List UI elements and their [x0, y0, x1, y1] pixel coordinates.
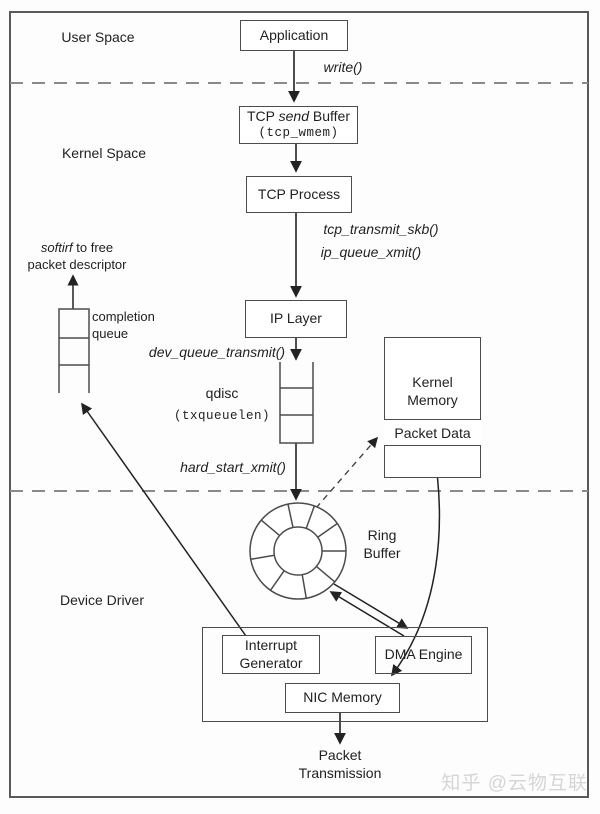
ring-buffer-icon — [249, 502, 347, 600]
nic-memory-box: NIC Memory — [285, 683, 400, 713]
dma-engine-label: DMA Engine — [384, 646, 463, 663]
zhihu-watermark: 知乎 @云物互联 — [441, 773, 588, 794]
kernel-memory-label: Kernel Memory — [407, 374, 458, 408]
tcp-wmem-label: (tcp_wmem) — [258, 125, 339, 140]
completion-queue-label: completion queue — [92, 309, 155, 341]
application-box: Application — [240, 20, 348, 51]
ip-layer-box: IP Layer — [245, 300, 347, 338]
packet-transmission-label: Packet Transmission — [298, 746, 382, 781]
tcp-process-label: TCP Process — [257, 185, 341, 202]
dma-engine-box: DMA Engine — [375, 636, 472, 674]
kernel-space-label: Kernel Space — [61, 144, 147, 161]
application-label: Application — [259, 26, 329, 43]
tcp-transmit-skb-call-label: tcp_transmit_skb() — [323, 220, 439, 237]
kernel-memory-box: Kernel Memory — [384, 337, 481, 478]
device-driver-label: Device Driver — [59, 591, 145, 608]
softirq-note: softirf to free packet descriptor — [27, 240, 127, 272]
hard-start-xmit-call-label: hard_start_xmit() — [180, 458, 286, 475]
ring-buffer-label: Ring Buffer — [363, 526, 401, 561]
ip-layer-label: IP Layer — [270, 310, 322, 327]
interrupt-generator-box: Interrupt Generator — [222, 635, 320, 674]
completion-queue-stack — [58, 308, 90, 393]
arrow-ring-to-dma — [333, 583, 409, 629]
qdisc-label: qdisc — [205, 384, 239, 401]
qdisc-queue-stack — [279, 362, 314, 444]
packet-data-label: Packet Data — [394, 424, 471, 441]
tcp-process-box: TCP Process — [246, 176, 352, 213]
arrow-interrupt-to-completionqueue — [81, 402, 247, 637]
ip-queue-xmit-call-label: ip_queue_xmit() — [320, 243, 422, 260]
ring-inner-circle — [273, 526, 323, 576]
dashed-arrow-ring-to-packetdata — [315, 436, 379, 509]
write-call-label: write() — [323, 58, 363, 75]
interrupt-generator-label: Interrupt Generator — [239, 637, 303, 671]
tcp-send-buffer-box: TCP send Buffer (tcp_wmem) — [239, 106, 358, 144]
diagram-frame — [9, 11, 589, 798]
dev-queue-transmit-call-label: dev_queue_transmit() — [148, 343, 286, 360]
arrow-dma-to-ring — [329, 591, 405, 637]
nic-memory-label: NIC Memory — [303, 689, 382, 706]
nic-container-box — [202, 627, 488, 722]
user-space-label: User Space — [61, 28, 135, 45]
tcp-send-buffer-label: TCP send Buffer — [247, 108, 350, 125]
txqueuelen-label: (txqueuelen) — [173, 408, 271, 423]
packet-data-box: Packet Data — [384, 419, 481, 446]
